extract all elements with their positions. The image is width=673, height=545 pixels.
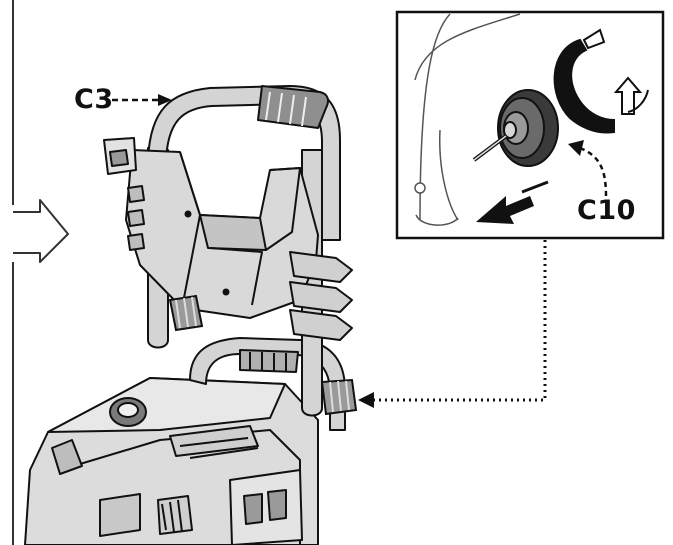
detail-leader-line	[358, 240, 547, 408]
c10-knob	[472, 89, 559, 167]
callout-c3: C3	[74, 84, 114, 115]
rotate-arrow-icon	[553, 28, 649, 134]
hose-holder-bracket	[103, 137, 353, 341]
hollow-right-arrow-icon	[13, 199, 69, 263]
frame-knob-left	[168, 294, 204, 332]
frame-knob-right	[320, 378, 358, 416]
c3-pointer-arrow	[112, 94, 172, 106]
top-handle-grip	[257, 85, 329, 129]
washer-body	[24, 377, 319, 545]
pull-out-arrow-icon	[476, 180, 549, 224]
detail-inset	[395, 10, 665, 240]
callout-c10: C10	[577, 195, 636, 226]
c10-pointer-arrow	[568, 140, 608, 197]
